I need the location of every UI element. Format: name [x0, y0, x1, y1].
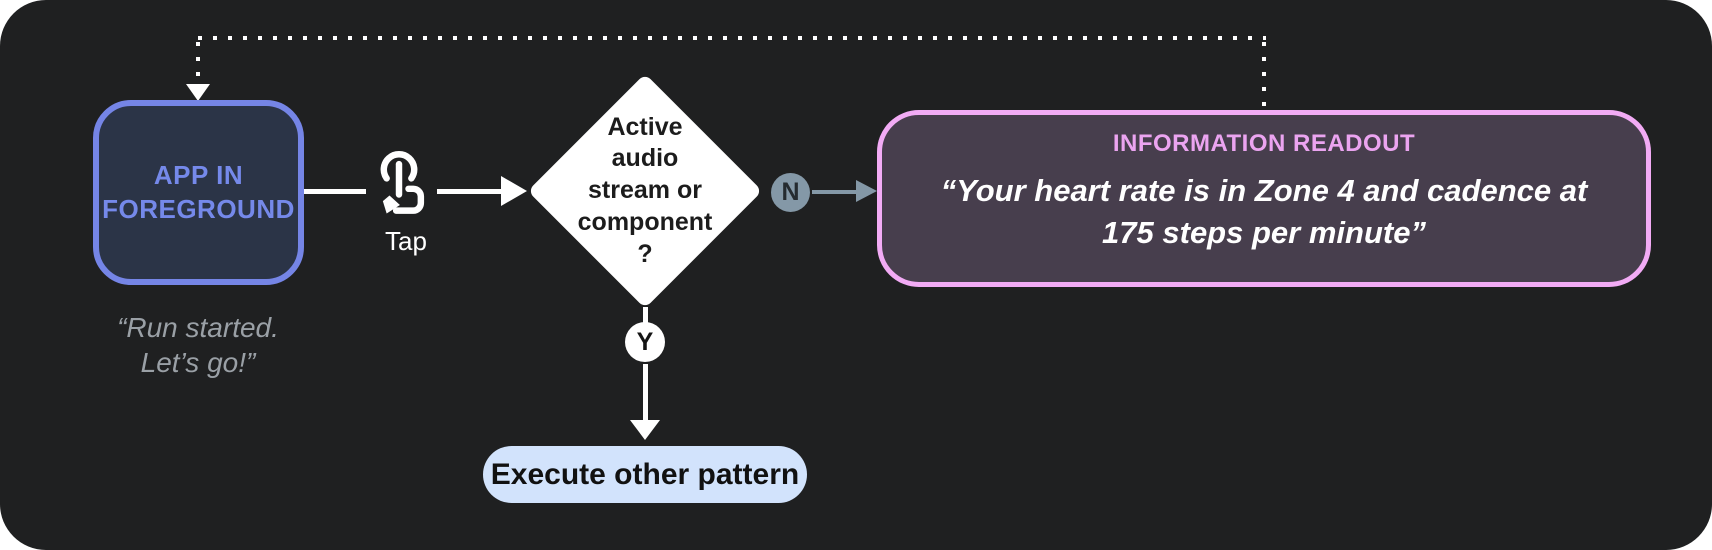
app-in-foreground-label: APP IN FOREGROUND: [102, 159, 295, 224]
decision-question: Active audio stream or component ?: [577, 112, 713, 268]
run-started-caption: “Run started. Let’s go!”: [117, 312, 279, 378]
connector-no-to-readout: [812, 190, 856, 194]
connector-tap-to-decision: [437, 189, 501, 194]
connector-tap-arrowhead-icon: [501, 176, 527, 206]
branch-no-label: N: [781, 178, 800, 206]
feedback-loop-left-dotted-line: [196, 42, 200, 84]
tap-gesture-icon: [380, 151, 425, 214]
app-in-foreground-node: APP IN FOREGROUND: [93, 100, 304, 285]
tap-label: Tap: [385, 226, 427, 256]
feedback-loop-arrowhead-icon: [186, 84, 210, 101]
connector-yes-to-action: [643, 364, 648, 422]
information-readout-title: INFORMATION READOUT: [1112, 130, 1416, 157]
branch-yes-badge: Y: [625, 322, 665, 362]
connector-yes-arrowhead-icon: [630, 420, 660, 440]
execute-other-pattern-label: Execute other pattern: [490, 457, 800, 491]
information-readout-node: INFORMATION READOUT “Your heart rate is …: [877, 110, 1651, 287]
execute-other-pattern-node: Execute other pattern: [483, 446, 807, 503]
feedback-loop-right-dotted-line: [1262, 42, 1266, 108]
branch-no-badge: N: [771, 173, 810, 212]
feedback-loop-top-dotted-line: [198, 36, 1266, 40]
information-readout-quote: “Your heart rate is in Zone 4 and cadenc…: [940, 173, 1588, 250]
branch-yes-label: Y: [636, 327, 654, 356]
connector-no-arrowhead-icon: [856, 180, 877, 202]
connector-app-to-tap: [304, 189, 366, 194]
connector-decision-to-yes: [643, 307, 648, 324]
